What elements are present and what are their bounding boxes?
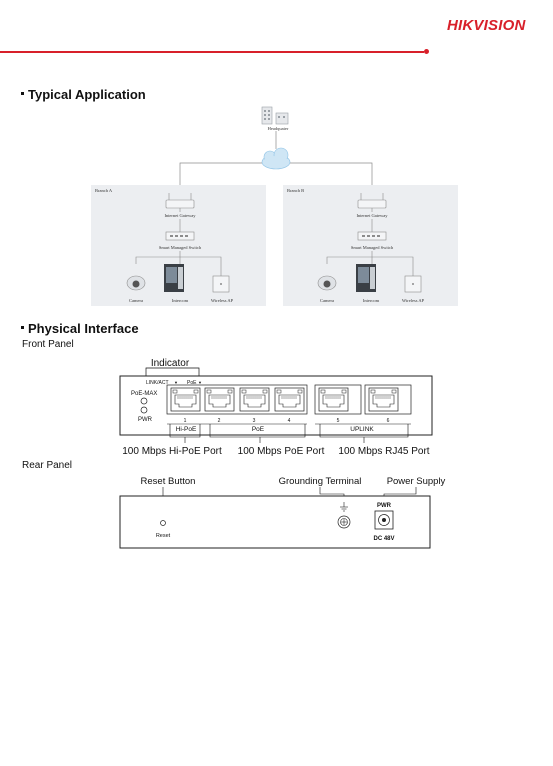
headquarter-building-icon — [261, 106, 289, 125]
dc-power-jack-icon — [374, 510, 394, 530]
front-panel-label: Front Panel — [22, 339, 74, 350]
branch-b-intercom-label: Intercom — [363, 298, 380, 303]
port-number-4: 4 — [288, 418, 291, 424]
internet-cloud-icon — [261, 147, 291, 170]
rj45-port-5-icon — [318, 387, 349, 412]
branch-a-gateway-label: Internet Gateway — [164, 213, 196, 218]
reset-label: Reset — [156, 533, 171, 539]
poe-led-label: PoE — [187, 380, 197, 386]
pwr-led-icon — [140, 406, 148, 414]
branch-b-camera-label: Camera — [320, 298, 334, 303]
port-number-5: 5 — [337, 418, 340, 424]
rj45-port-2-icon — [204, 387, 235, 412]
rj45-port-1-icon — [170, 387, 201, 412]
uplink-group-label: UPLINK — [350, 426, 374, 433]
reset-hole-icon — [160, 520, 166, 526]
indicator-label: Indicator — [151, 358, 190, 369]
bullet-icon — [21, 92, 24, 96]
rj45-port-3-icon — [239, 387, 270, 412]
branch-a-intercom-label: Intercom — [172, 298, 189, 303]
branch-a-label: Branch A — [95, 188, 113, 193]
header-divider-dot — [424, 49, 429, 54]
poe-port-caption: 100 Mbps PoE Port — [238, 446, 325, 457]
header-divider — [0, 51, 424, 53]
poe-max-label: PoE-MAX — [131, 391, 157, 397]
pwr-led-label: PWR — [138, 417, 153, 423]
branch-b-wireless-ap-label: Wireless AP — [402, 298, 425, 303]
link-act-label: LINK/ACT — [146, 380, 169, 386]
branch-a-switch-label: Smart Managed Switch — [159, 245, 202, 250]
branch-b-camera-icon — [317, 275, 337, 291]
rj45-port-6-icon — [368, 387, 399, 412]
physical-interface-title: Physical Interface — [28, 321, 139, 336]
rear-panel-label: Rear Panel — [22, 460, 73, 471]
port-number-2: 2 — [218, 418, 221, 424]
typical-application-title: Typical Application — [28, 87, 146, 102]
rj45-port-caption: 100 Mbps RJ45 Port — [338, 446, 429, 457]
branch-a-switch-icon — [165, 231, 195, 241]
rj45-port-4-icon — [274, 387, 305, 412]
branch-a-camera-label: Camera — [129, 298, 143, 303]
port-number-1: 1 — [184, 418, 187, 424]
hikvision-logo: HIKVISION — [447, 17, 526, 34]
branch-a-camera-icon — [126, 275, 146, 291]
branch-b-label: Branch B — [287, 188, 304, 193]
hi-poe-group-label: Hi-PoE — [176, 426, 197, 433]
dc-rating-label: DC 48V — [373, 536, 394, 542]
physical-interface-heading: Physical Interface — [21, 321, 139, 336]
hi-poe-port-caption: 100 Mbps Hi-PoE Port — [122, 446, 222, 457]
headquarter-label: Headquater — [268, 126, 289, 131]
branch-b-gateway-label: Internet Gateway — [356, 213, 388, 218]
svg-text:▼: ▼ — [198, 380, 202, 385]
branch-b-wireless-ap-icon — [404, 275, 422, 293]
branch-a-wireless-ap-icon — [212, 275, 230, 293]
svg-text:▼: ▼ — [174, 380, 178, 385]
poe-group-label: PoE — [252, 426, 265, 433]
branch-b-switch-label: Smart Managed Switch — [351, 245, 394, 250]
branch-b-intercom-icon — [356, 264, 376, 292]
typical-application-heading: Typical Application — [21, 87, 146, 102]
bullet-icon — [21, 326, 24, 330]
poe-max-led-icon — [140, 397, 148, 405]
reset-button-callout: Reset Button — [141, 476, 196, 487]
grounding-terminal-callout: Grounding Terminal — [279, 476, 362, 487]
branch-a-intercom-icon — [164, 264, 184, 292]
port-number-6: 6 — [387, 418, 390, 424]
branch-a-wireless-ap-label: Wireless AP — [211, 298, 234, 303]
grounding-terminal-icon — [337, 502, 351, 529]
power-supply-callout: Power Supply — [387, 476, 446, 487]
branch-b-switch-icon — [357, 231, 387, 241]
rear-pwr-label: PWR — [377, 503, 392, 509]
port-number-3: 3 — [253, 418, 256, 424]
